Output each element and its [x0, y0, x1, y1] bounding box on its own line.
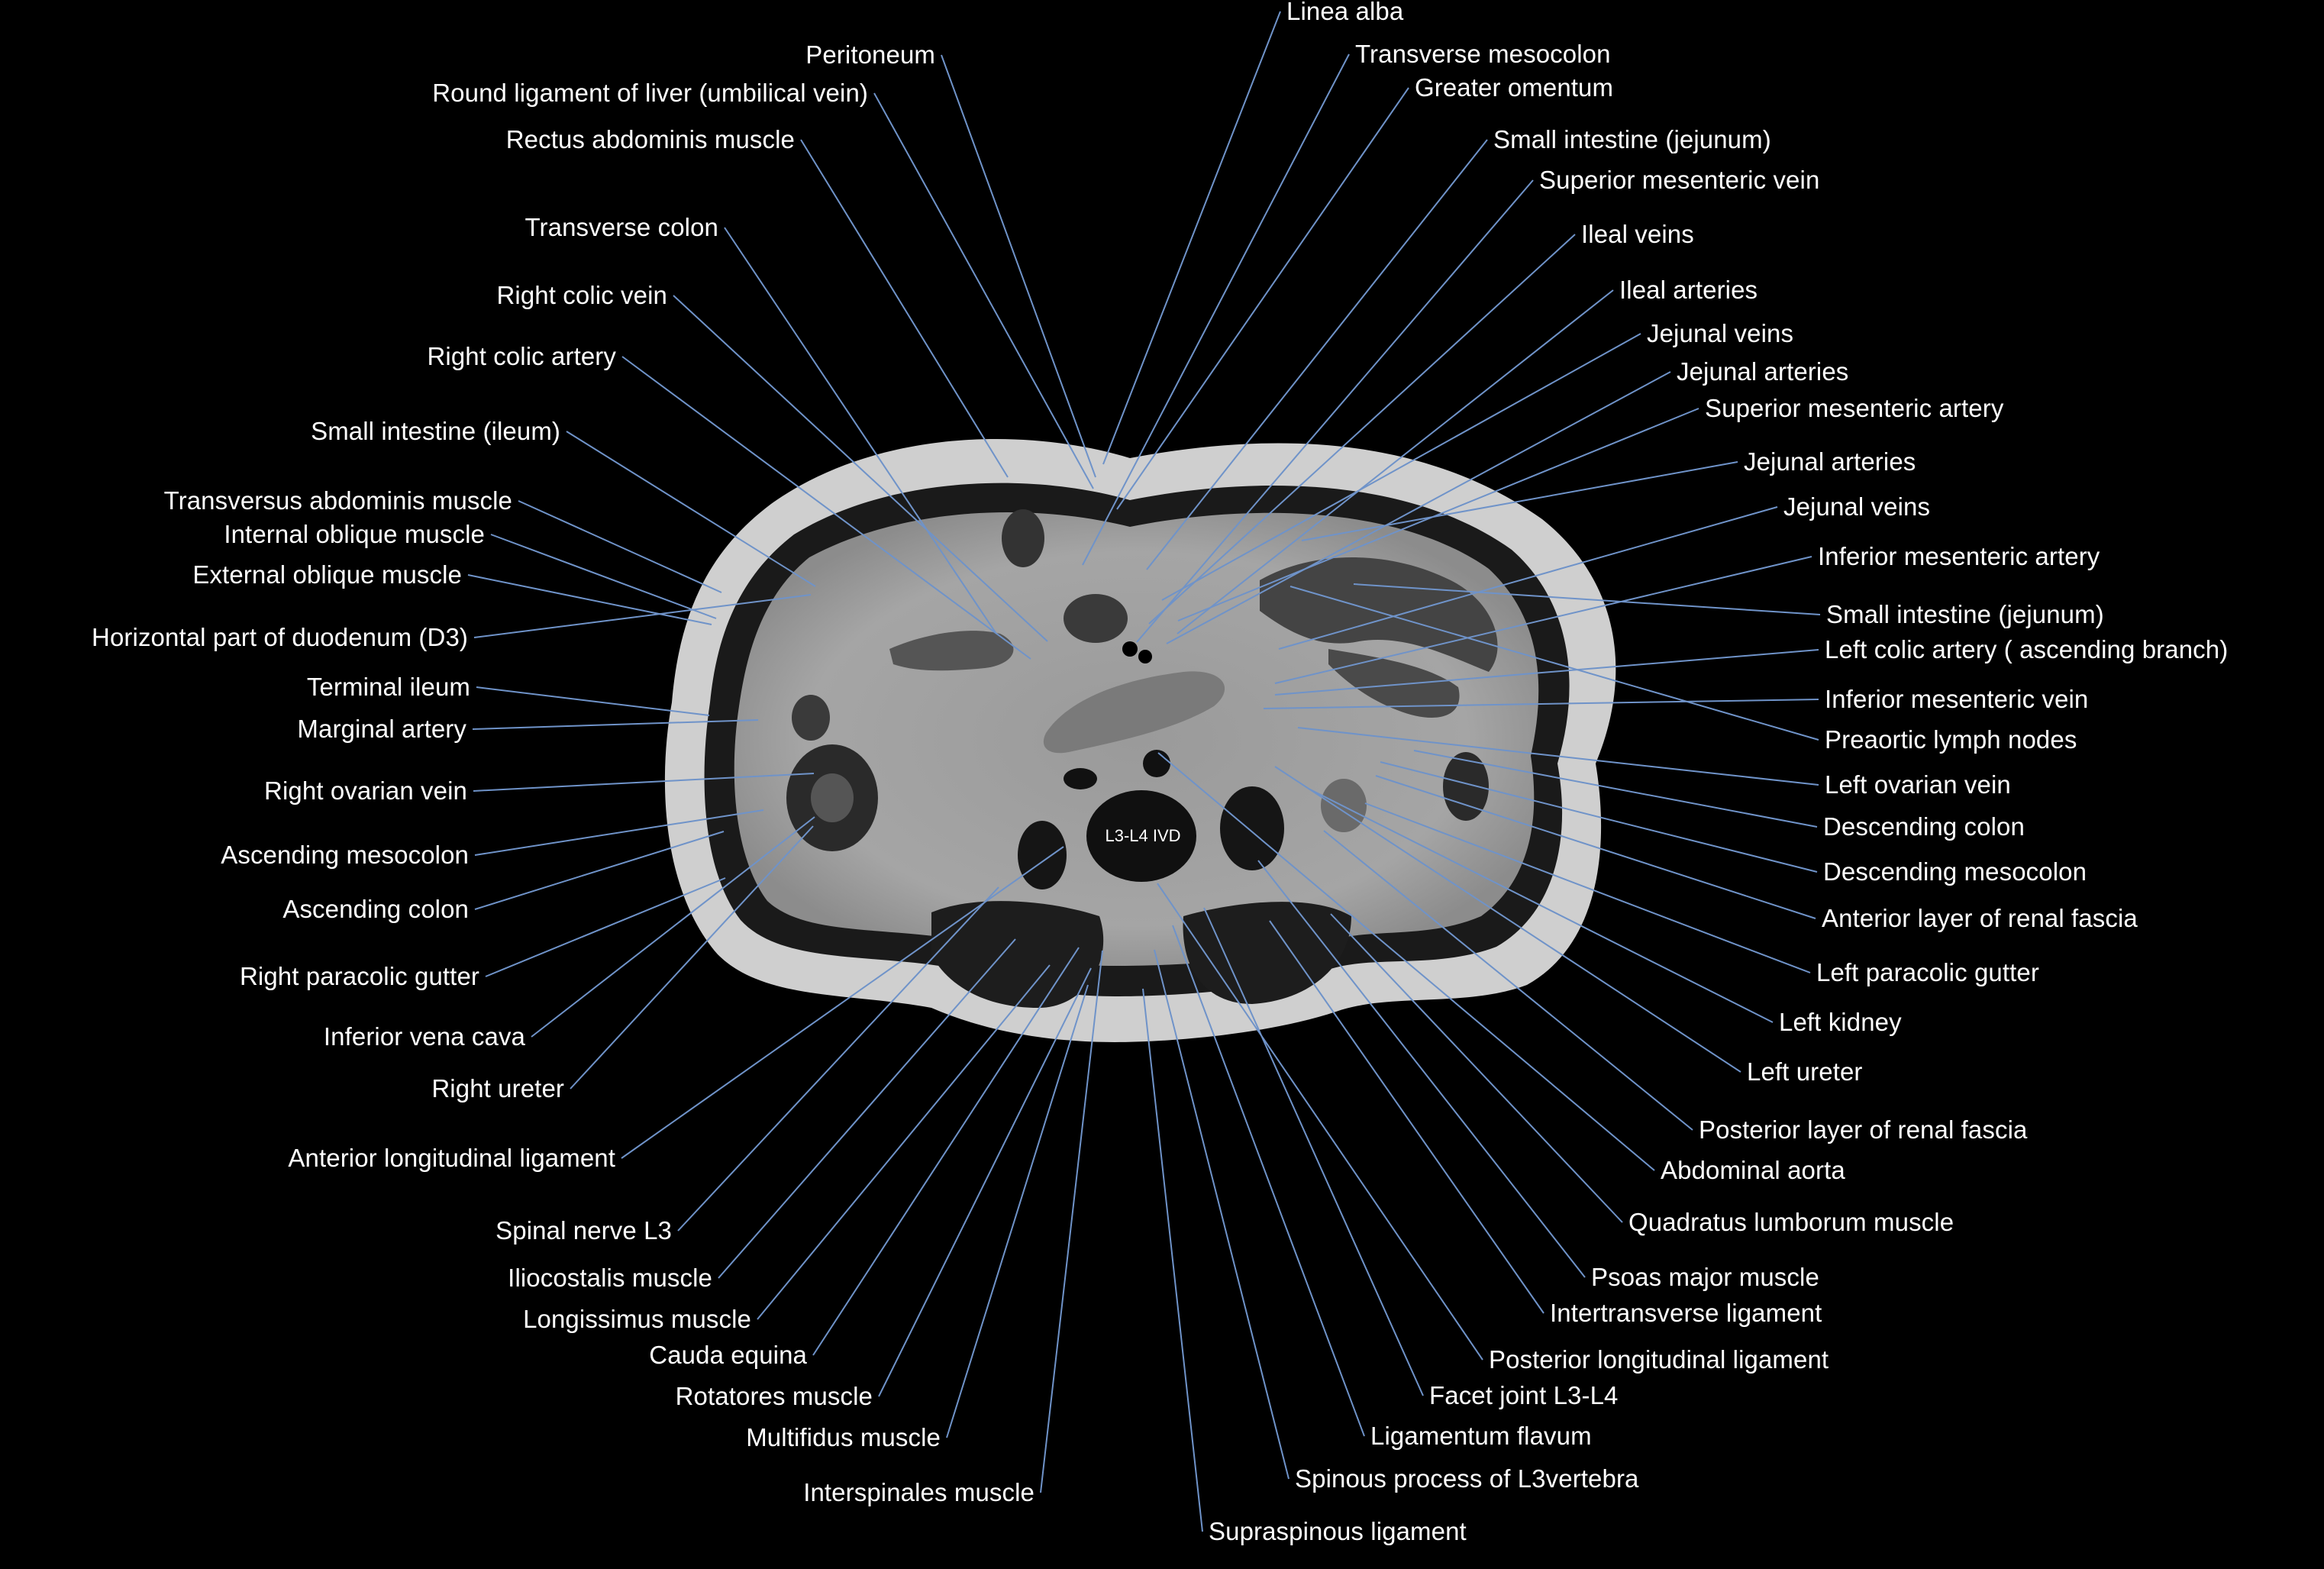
label-rectus-abdominis-muscle: Rectus abdominis muscle: [505, 125, 795, 153]
label-right-ovarian-vein: Right ovarian vein: [264, 776, 467, 805]
label-jejunal-veins: Jejunal veins: [1647, 319, 1794, 347]
label-right-colic-vein: Right colic vein: [496, 281, 667, 309]
label-intertransverse-ligament: Intertransverse ligament: [1550, 1299, 1822, 1327]
label-small-intestine-jejunum: Small intestine (jejunum): [1826, 600, 2104, 628]
label-descending-mesocolon: Descending mesocolon: [1823, 857, 2087, 886]
label-small-intestine-jejunum: Small intestine (jejunum): [1493, 125, 1771, 153]
label-jejunal-arteries: Jejunal arteries: [1677, 357, 1849, 386]
label-left-ureter: Left ureter: [1747, 1057, 1863, 1086]
label-inferior-vena-cava: Inferior vena cava: [323, 1022, 525, 1051]
label-right-paracolic-gutter: Right paracolic gutter: [239, 962, 479, 990]
label-left-paracolic-gutter: Left paracolic gutter: [1816, 958, 2039, 986]
label-round-ligament-of-liver-umbilical-vein: Round ligament of liver (umbilical vein): [432, 79, 868, 107]
vertebral-level-label: L3-L4 IVD: [1105, 826, 1181, 845]
label-small-intestine-ileum: Small intestine (ileum): [311, 417, 560, 445]
label-right-ureter: Right ureter: [431, 1074, 564, 1102]
label-superior-mesenteric-vein: Superior mesenteric vein: [1539, 166, 1820, 194]
label-right-colic-artery: Right colic artery: [427, 342, 616, 370]
label-anterior-longitudinal-ligament: Anterior longitudinal ligament: [288, 1144, 615, 1172]
label-greater-omentum: Greater omentum: [1415, 73, 1614, 102]
label-transversus-abdominis-muscle: Transversus abdominis muscle: [163, 486, 512, 515]
label-psoas-major-muscle: Psoas major muscle: [1591, 1263, 1819, 1291]
label-transverse-colon: Transverse colon: [525, 213, 718, 241]
label-horizontal-part-of-duodenum-d3: Horizontal part of duodenum (D3): [92, 623, 468, 651]
label-ileal-veins: Ileal veins: [1581, 220, 1694, 248]
label-marginal-artery: Marginal artery: [297, 715, 466, 743]
label-superior-mesenteric-artery: Superior mesenteric artery: [1705, 394, 2004, 422]
label-transverse-mesocolon: Transverse mesocolon: [1355, 40, 1611, 68]
label-spinous-process-of-l3vertebra: Spinous process of L3vertebra: [1295, 1464, 1639, 1493]
label-ligamentum-flavum: Ligamentum flavum: [1370, 1422, 1592, 1450]
label-jejunal-arteries: Jejunal arteries: [1744, 447, 1916, 476]
label-descending-colon: Descending colon: [1823, 812, 2025, 841]
label-posterior-longitudinal-ligament: Posterior longitudinal ligament: [1489, 1345, 1829, 1374]
label-left-kidney: Left kidney: [1779, 1008, 1902, 1036]
label-posterior-layer-of-renal-fascia: Posterior layer of renal fascia: [1699, 1115, 2028, 1144]
label-iliocostalis-muscle: Iliocostalis muscle: [508, 1264, 712, 1292]
label-preaortic-lymph-nodes: Preaortic lymph nodes: [1825, 725, 2077, 754]
label-terminal-ileum: Terminal ileum: [306, 673, 470, 701]
label-left-colic-artery-ascending-branch: Left colic artery ( ascending branch): [1825, 635, 2229, 663]
label-abdominal-aorta: Abdominal aorta: [1661, 1156, 1845, 1184]
label-inferior-mesenteric-artery: Inferior mesenteric artery: [1818, 542, 2100, 570]
label-ascending-mesocolon: Ascending mesocolon: [221, 841, 469, 869]
label-external-oblique-muscle: External oblique muscle: [192, 560, 462, 589]
label-ileal-arteries: Ileal arteries: [1619, 276, 1758, 304]
label-jejunal-veins: Jejunal veins: [1783, 492, 1931, 521]
label-interspinales-muscle: Interspinales muscle: [803, 1478, 1035, 1506]
label-ascending-colon: Ascending colon: [282, 895, 469, 923]
label-longissimus-muscle: Longissimus muscle: [523, 1305, 751, 1333]
label-quadratus-lumborum-muscle: Quadratus lumborum muscle: [1628, 1208, 1954, 1236]
label-cauda-equina: Cauda equina: [649, 1341, 807, 1369]
label-supraspinous-ligament: Supraspinous ligament: [1209, 1517, 1467, 1545]
label-internal-oblique-muscle: Internal oblique muscle: [224, 520, 485, 548]
label-rotatores-muscle: Rotatores muscle: [675, 1382, 873, 1410]
label-anterior-layer-of-renal-fascia: Anterior layer of renal fascia: [1822, 904, 2138, 932]
label-peritoneum: Peritoneum: [805, 40, 935, 69]
label-multifidus-muscle: Multifidus muscle: [746, 1423, 941, 1451]
label-linea-alba: Linea alba: [1286, 0, 1404, 25]
label-left-ovarian-vein: Left ovarian vein: [1825, 770, 2011, 799]
label-inferior-mesenteric-vein: Inferior mesenteric vein: [1825, 685, 2089, 713]
label-spinal-nerve-l3: Spinal nerve L3: [495, 1216, 672, 1245]
label-facet-joint-l3-l4: Facet joint L3-L4: [1429, 1381, 1619, 1409]
